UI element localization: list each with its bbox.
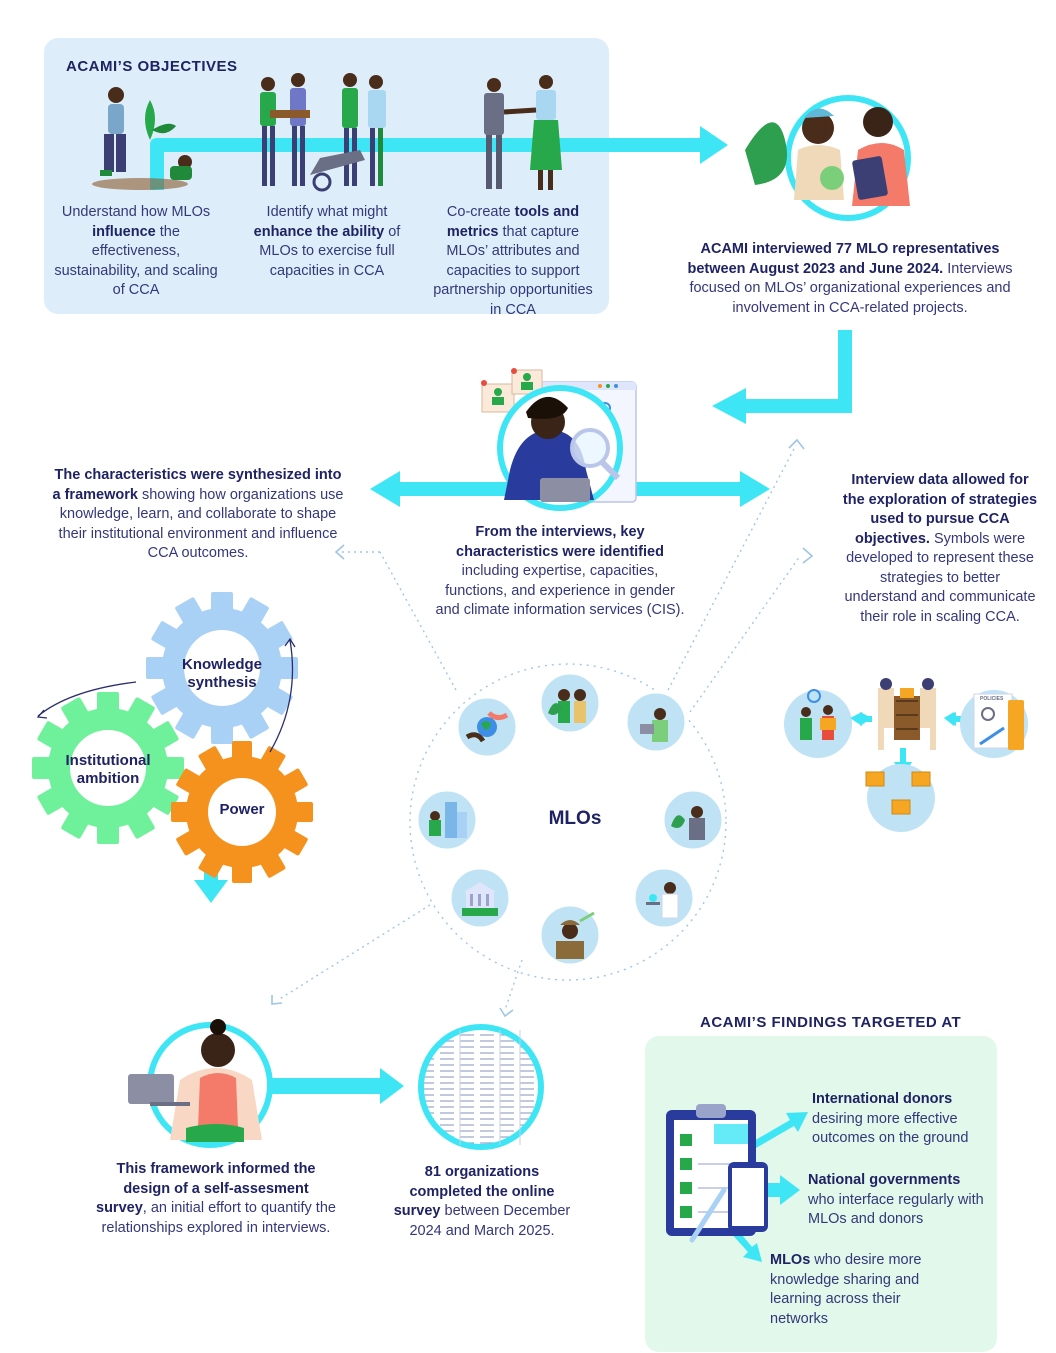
mlo-icon-government-building [448, 866, 512, 930]
gear-institutional-shape [32, 692, 184, 844]
framework-post: showing how organizations use knowledge,… [58, 486, 344, 562]
gear-power-label: Power [219, 801, 265, 818]
mlo-icon-city [415, 788, 479, 852]
objective-1-post: the effectiveness, sustainability, and s… [54, 223, 218, 299]
gear-power-shape [171, 741, 313, 883]
objective-3-bold: tools and metrics [446, 204, 580, 240]
characteristics-post: including expertise, capacities, functio… [435, 563, 685, 618]
survey-done-post: between December 2024 and March 2025. [409, 1203, 571, 1239]
survey-done-text: 81 organizations completed the online su… [392, 1163, 572, 1241]
finding-donors: International donors desiring more effec… [812, 1090, 982, 1149]
objective-1-text: Understand how MLOs influence the effect… [52, 203, 220, 301]
finding-mlos-post: who desire more knowledge sharing and le… [770, 1252, 922, 1327]
characteristics-bold: From the interviews, key characteristics… [456, 524, 664, 560]
objective-2-pre: Identify what might [266, 204, 388, 220]
findings-clipboard [666, 1104, 768, 1243]
strategies-bold: Interview data allowed for the explorati… [842, 472, 1038, 547]
survey-design-text: This framework informed the design of a … [96, 1160, 336, 1238]
interview-portrait [745, 95, 911, 221]
finding-donors-post: desiring more effective outcomes on the … [812, 1110, 969, 1147]
survey-design-bold: This framework informed the design of a … [96, 1161, 316, 1216]
gear-knowledge-label: Knowledge synthesis [181, 656, 262, 691]
characteristics-text: From the interviews, key characteristics… [434, 523, 686, 621]
finding-governments: National governments who interface regul… [808, 1171, 988, 1230]
objective-2-bold: enhance the ability [253, 223, 385, 240]
dotted-connectors [277, 444, 801, 1011]
arrow-top [150, 126, 728, 190]
arrow-findings-1 [752, 1112, 808, 1148]
mlos-center-label: MLOs [548, 808, 602, 829]
team-illustration [260, 73, 386, 192]
finding-mlos-bold: MLOs [770, 1252, 811, 1268]
objective-3-post: that capture MLOs’ attributes and capaci… [433, 223, 593, 318]
interviews-text: ACAMI interviewed 77 MLO representatives… [672, 240, 1028, 318]
mlo-icon-vegetables [661, 788, 725, 852]
framework-portrait [128, 1019, 273, 1148]
finding-donors-bold: International donors [812, 1091, 953, 1107]
dotted-arrowheads [271, 438, 814, 1018]
handshake-illustration [484, 75, 562, 190]
mlo-icon-soldier [538, 903, 602, 967]
researcher-illustration [481, 368, 637, 511]
gear-institutional-label: Institutional ambition [65, 752, 151, 787]
mlo-icon-scientist [632, 866, 696, 930]
arrow-gear-down [194, 860, 228, 903]
arrow-findings-2 [758, 1175, 800, 1205]
framework-bold: The characteristics were synthesized int… [52, 467, 342, 503]
finding-governments-bold: National governments [808, 1172, 961, 1188]
objective-1-pre: Understand how MLOs [61, 204, 211, 220]
gear-knowledge-shape [146, 592, 298, 744]
strategies-post: Symbols were developed to represent thes… [844, 530, 1036, 625]
objective-3-pre: Co-create [446, 204, 515, 220]
objectives-title: ACAMI’S OBJECTIVES [66, 58, 238, 75]
mlo-icon-laptop-woman [624, 690, 688, 754]
mlo-icon-globe-hands [455, 695, 519, 759]
survey-document [418, 1024, 544, 1150]
mlo-icon-farmers [538, 671, 602, 735]
policies-label: POLICIES [980, 696, 1004, 702]
framework-text: The characteristics were synthesized int… [50, 466, 346, 564]
interviews-post: Interviews focused on MLOs’ organization… [689, 260, 1013, 316]
strategy-symbols: POLICIES [784, 678, 1028, 832]
findings-title: ACAMI’S FINDINGS TARGETED AT [700, 1014, 962, 1031]
finding-mlos: MLOs who desire more knowledge sharing a… [770, 1251, 930, 1329]
mlo-icon-ring [415, 671, 725, 967]
finding-governments-post: who interface regularly with MLOs and do… [808, 1191, 984, 1228]
survey-done-bold: 81 organizations completed the online su… [393, 1164, 555, 1219]
strategies-text: Interview data allowed for the explorati… [842, 471, 1038, 627]
interviews-bold: ACAMI interviewed 77 MLO representatives… [687, 241, 1000, 277]
arrow-bottom [272, 1068, 404, 1104]
survey-design-post: , an initial effort to quantify the rela… [101, 1200, 336, 1236]
arrow-right-elbow [712, 330, 852, 424]
objective-2-post: of MLOs to exercise full capacities in C… [259, 223, 401, 279]
gear-rotation-arrows [36, 637, 296, 753]
objective-3-text: Co-create tools and metrics that capture… [428, 203, 598, 320]
objective-2-text: Identify what might enhance the ability … [252, 203, 402, 281]
planting-illustration [92, 87, 192, 190]
objective-1-bold: influence [92, 223, 156, 240]
